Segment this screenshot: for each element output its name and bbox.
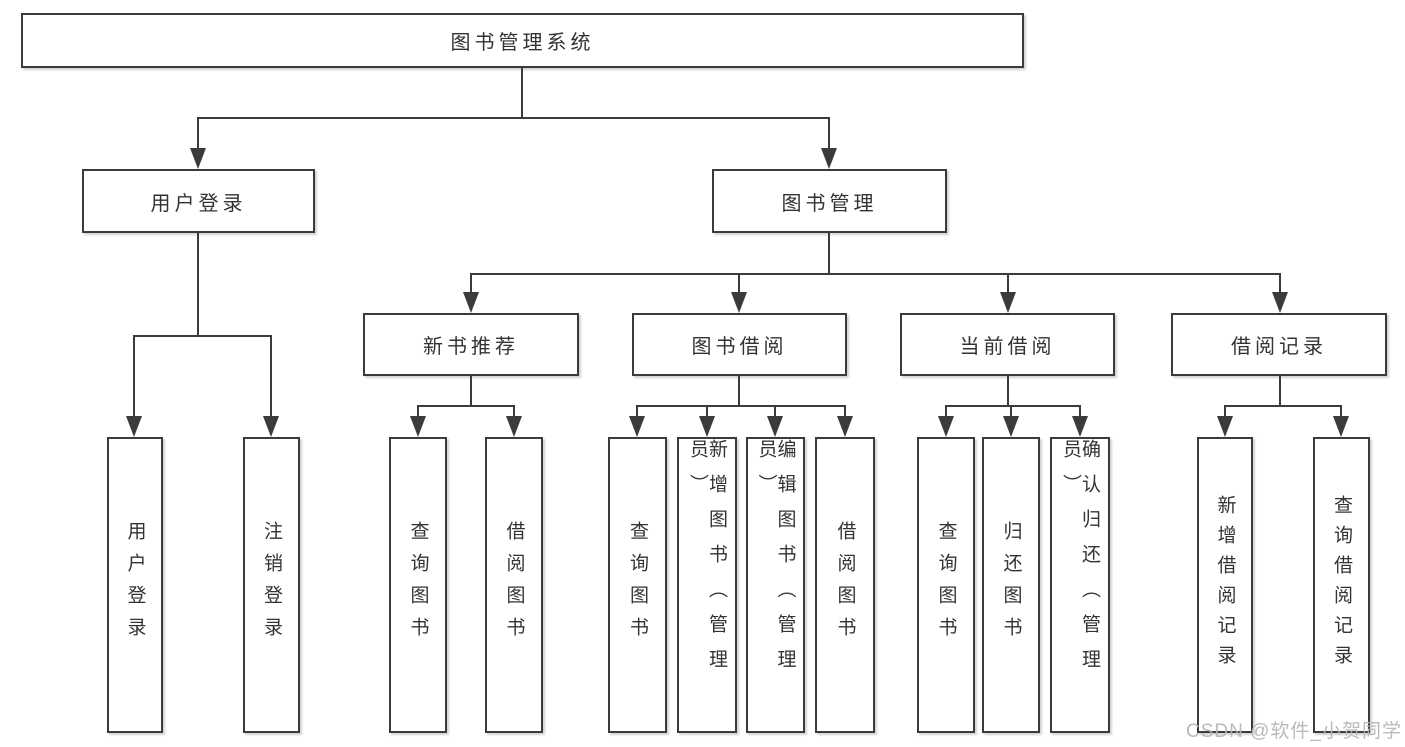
arrowhead-icon bbox=[506, 416, 522, 437]
leaf-logout: 注销登录 bbox=[243, 437, 300, 733]
arrowhead-icon bbox=[821, 148, 837, 169]
arrowhead-icon bbox=[1333, 416, 1349, 437]
leaf-user-login: 用户登录 bbox=[107, 437, 163, 733]
node-book-management: 图书管理 bbox=[712, 169, 947, 233]
connector-line bbox=[197, 117, 830, 119]
csdn-watermark: CSDN @软件_小贺同学 bbox=[1186, 721, 1402, 742]
arrowhead-icon bbox=[190, 148, 206, 169]
connector-line bbox=[1007, 274, 1009, 296]
leaf-add-borrow-record: 新增借阅记录 bbox=[1197, 437, 1253, 733]
arrowhead-icon bbox=[731, 292, 747, 313]
arrowhead-icon bbox=[1272, 292, 1288, 313]
connector-line bbox=[133, 336, 135, 420]
arrowhead-icon bbox=[126, 416, 142, 437]
connector-line bbox=[636, 405, 846, 407]
arrowhead-icon bbox=[463, 292, 479, 313]
node-borrow-records: 借阅记录 bbox=[1171, 313, 1387, 376]
connector-line bbox=[1010, 406, 1012, 420]
leaf-query-books-recommend: 查询图书 bbox=[389, 437, 447, 733]
arrowhead-icon bbox=[837, 416, 853, 437]
connector-line bbox=[1224, 406, 1226, 420]
leaf-confirm-return-admin: 确认归还（管理员） bbox=[1050, 437, 1110, 733]
connector-line bbox=[470, 273, 1281, 275]
connector-line bbox=[738, 274, 740, 296]
connector-line bbox=[945, 406, 947, 420]
connector-line bbox=[706, 406, 708, 420]
connector-line bbox=[844, 406, 846, 420]
connector-line bbox=[945, 405, 1081, 407]
arrowhead-icon bbox=[767, 416, 783, 437]
leaf-borrow-books: 借阅图书 bbox=[815, 437, 875, 733]
leaf-add-book-admin: 新增图书（管理员） bbox=[677, 437, 737, 733]
connector-line bbox=[470, 375, 472, 407]
arrowhead-icon bbox=[1000, 292, 1016, 313]
node-new-book-recommend: 新书推荐 bbox=[363, 313, 579, 376]
arrowhead-icon bbox=[1217, 416, 1233, 437]
node-book-borrow: 图书借阅 bbox=[632, 313, 847, 376]
node-user-login: 用户登录 bbox=[82, 169, 315, 233]
connector-line bbox=[1007, 375, 1009, 407]
connector-line bbox=[417, 406, 419, 420]
arrowhead-icon bbox=[629, 416, 645, 437]
arrowhead-icon bbox=[938, 416, 954, 437]
connector-line bbox=[828, 233, 830, 274]
connector-line bbox=[417, 405, 515, 407]
node-root-library-system: 图书管理系统 bbox=[21, 13, 1024, 68]
leaf-query-borrow-record: 查询借阅记录 bbox=[1313, 437, 1370, 733]
leaf-return-books: 归还图书 bbox=[982, 437, 1040, 733]
connector-line bbox=[636, 406, 638, 420]
connector-line bbox=[197, 233, 199, 336]
connector-line bbox=[270, 336, 272, 420]
connector-line bbox=[1279, 274, 1281, 296]
arrowhead-icon bbox=[1072, 416, 1088, 437]
connector-line bbox=[513, 406, 515, 420]
connector-line bbox=[1279, 375, 1281, 407]
connector-line bbox=[774, 406, 776, 420]
connector-line bbox=[521, 68, 523, 118]
connector-line bbox=[197, 118, 199, 152]
connector-line bbox=[133, 335, 272, 337]
leaf-query-books-borrow: 查询图书 bbox=[608, 437, 667, 733]
leaf-edit-book-admin: 编辑图书（管理员） bbox=[746, 437, 805, 733]
connector-line bbox=[1079, 406, 1081, 420]
connector-line bbox=[828, 118, 830, 152]
connector-line bbox=[1224, 405, 1342, 407]
node-current-borrow: 当前借阅 bbox=[900, 313, 1115, 376]
leaf-query-books-current: 查询图书 bbox=[917, 437, 975, 733]
arrowhead-icon bbox=[699, 416, 715, 437]
connector-line bbox=[738, 375, 740, 407]
leaf-borrow-books-recommend: 借阅图书 bbox=[485, 437, 543, 733]
arrowhead-icon bbox=[410, 416, 426, 437]
connector-line bbox=[470, 274, 472, 296]
connector-line bbox=[1340, 406, 1342, 420]
arrowhead-icon bbox=[1003, 416, 1019, 437]
arrowhead-icon bbox=[263, 416, 279, 437]
